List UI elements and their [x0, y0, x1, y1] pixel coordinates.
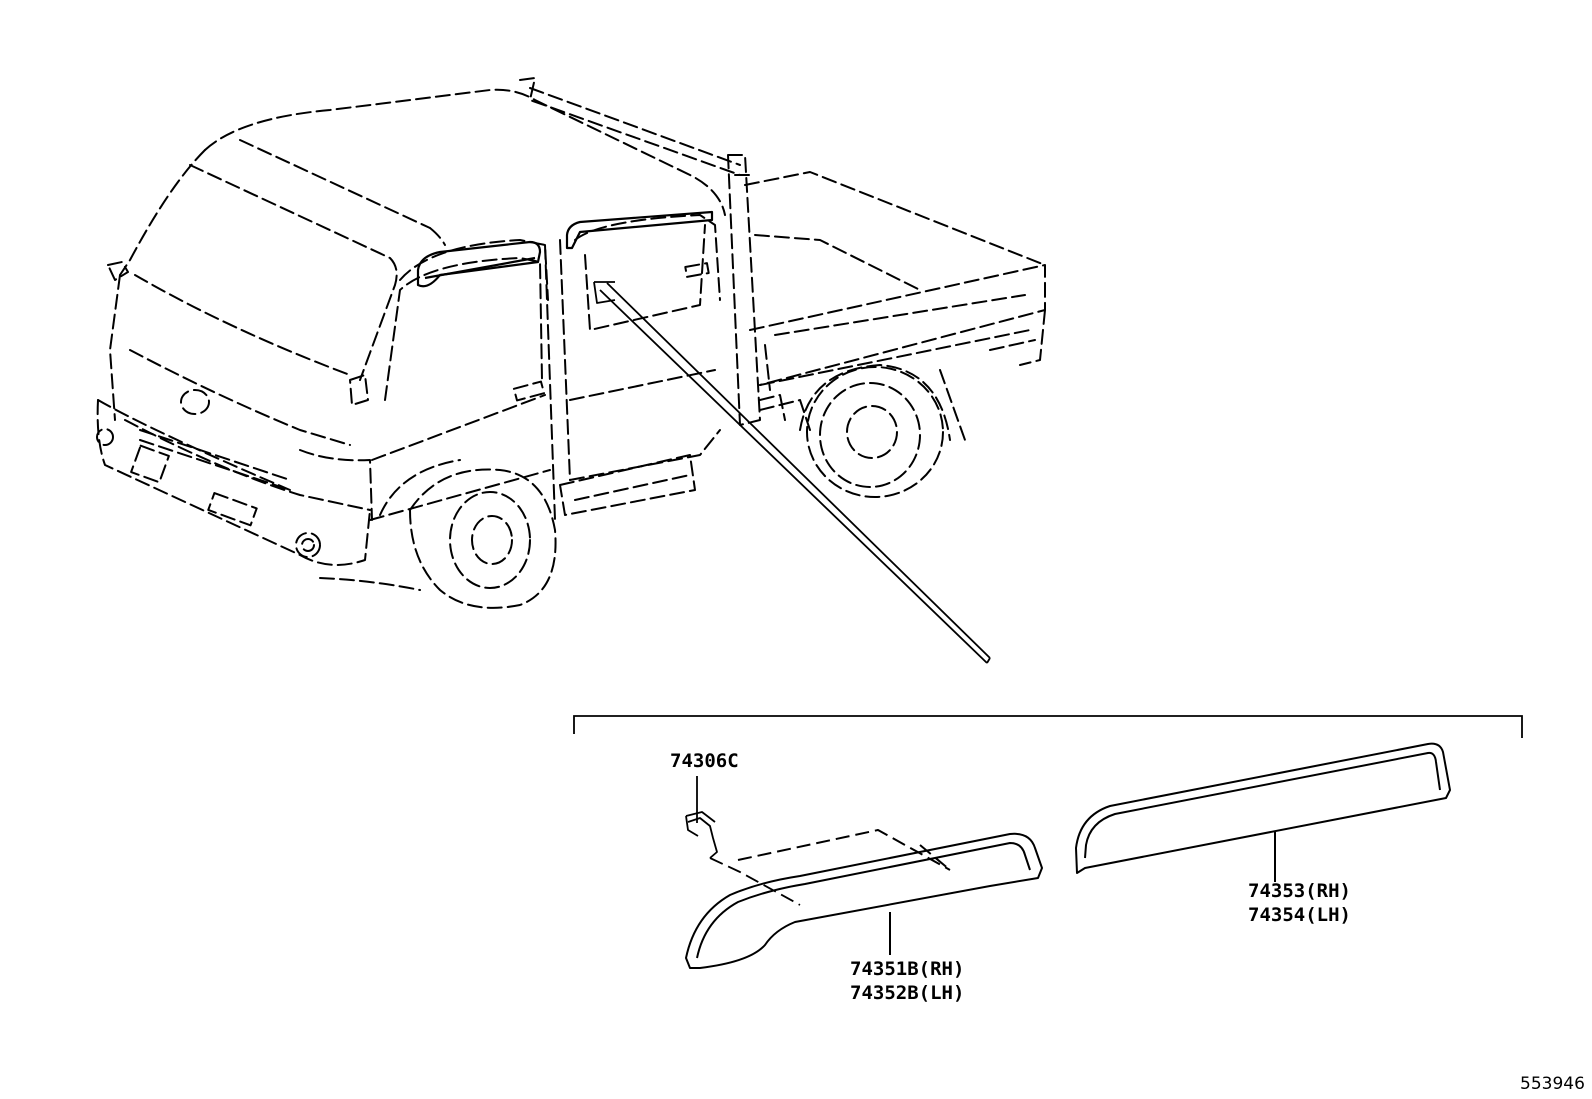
part-number-front-visor-rh: 74351B(RH) — [850, 958, 965, 980]
clip-part — [685, 776, 801, 906]
detail-bracket — [573, 715, 1523, 738]
installed-visors — [416, 210, 714, 288]
figure-id: 553946 — [1520, 1074, 1585, 1094]
part-number-rear-visor-rh: 74353(RH) — [1248, 880, 1351, 902]
part-number-front-visor-lh: 74352B(LH) — [850, 982, 965, 1004]
front-visor-part — [685, 829, 1043, 969]
truck-outline — [96, 77, 1046, 609]
leader-arrow — [593, 281, 991, 664]
part-number-rear-visor-lh: 74354(LH) — [1248, 904, 1351, 926]
part-number-clip: 74306C — [670, 750, 739, 772]
rear-visor-part — [1075, 742, 1451, 882]
